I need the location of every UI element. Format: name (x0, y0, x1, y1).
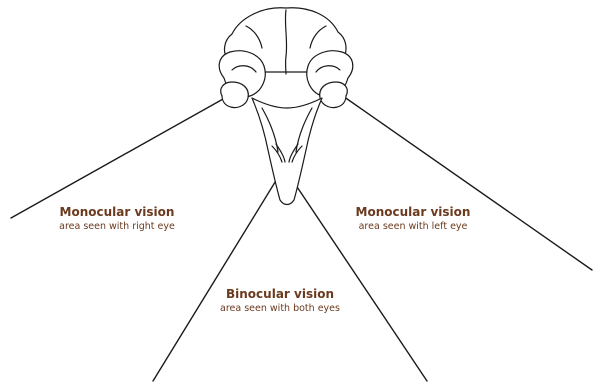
monocular-right-label: Monocular vision area seen with right ey… (42, 205, 192, 233)
monocular-right-title: Monocular vision (42, 205, 192, 220)
bird-skull (219, 8, 353, 205)
binocular-left-line (153, 148, 296, 381)
eye-right (320, 82, 348, 108)
binocular-title: Binocular vision (205, 287, 355, 302)
monocular-left-subtitle: area seen with left eye (338, 220, 488, 233)
binocular-subtitle: area seen with both eyes (205, 302, 355, 315)
monocular-left-title: Monocular vision (338, 205, 488, 220)
monocular-right-subtitle: area seen with right eye (42, 220, 192, 233)
right-eye-outer-line (11, 94, 232, 218)
binocular-label: Binocular vision area seen with both eye… (205, 287, 355, 315)
monocular-left-label: Monocular vision area seen with left eye (338, 205, 488, 233)
eye-left (221, 82, 249, 108)
beak-outline (252, 98, 322, 205)
left-eye-outer-line (340, 94, 592, 270)
